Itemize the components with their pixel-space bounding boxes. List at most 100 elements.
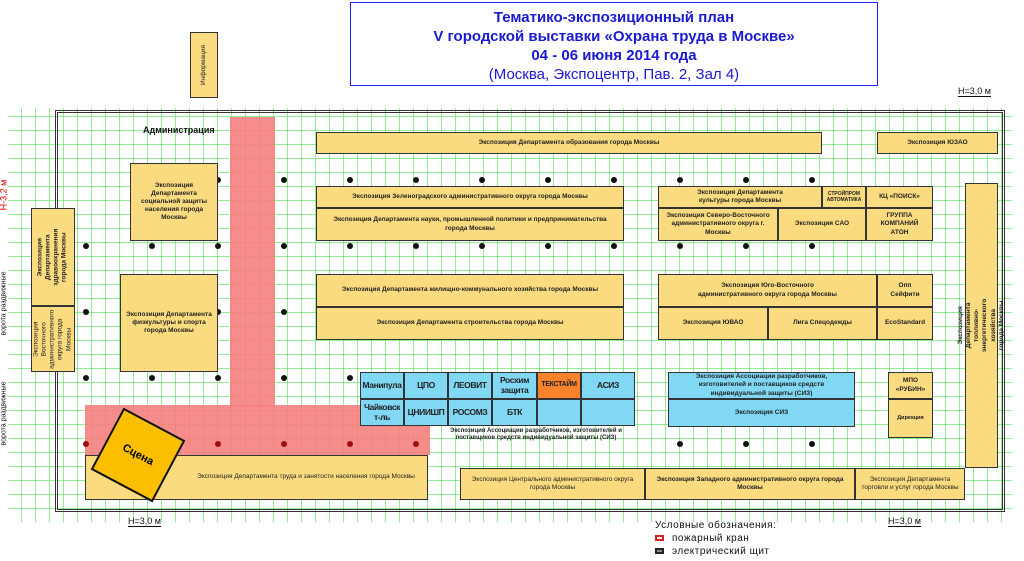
booth-science[interactable]: Экспозиция Департамента науки, промышлен… bbox=[316, 208, 624, 241]
booth-label: Экспозиция Департамента культуры города … bbox=[697, 188, 783, 204]
stand-label: АСИЗ bbox=[597, 379, 619, 390]
booth-yuvao[interactable]: Экспозиция ЮВАО bbox=[658, 307, 768, 340]
siz-assoc-booth[interactable]: Экспозиция Ассоциации разработчиков, изг… bbox=[668, 372, 855, 399]
booth-sport[interactable]: Экспозиция Департамента физкультуры и сп… bbox=[120, 274, 218, 372]
stand-empty-2[interactable] bbox=[581, 399, 635, 426]
booth-label: КЦ «ПОИСК» bbox=[879, 192, 920, 200]
booth-northeast[interactable]: Экспозиция Северо-Восточного администрат… bbox=[658, 208, 778, 241]
booth-trade[interactable]: Экспозиция Департамента торговли и услуг… bbox=[855, 468, 965, 500]
booth-direction[interactable]: Дирекция bbox=[888, 399, 933, 438]
column-marker bbox=[281, 375, 287, 381]
stand-manipula[interactable]: Манипула bbox=[360, 372, 404, 399]
booth-southeast[interactable]: Экспозиция Юго-Восточного административн… bbox=[658, 274, 877, 307]
booth-culture[interactable]: Экспозиция Департамента культуры города … bbox=[658, 186, 822, 208]
booth-poisk[interactable]: КЦ «ПОИСК» bbox=[866, 186, 933, 208]
booth-health[interactable]: Экспозиция Департамента здравоохранения … bbox=[31, 208, 75, 306]
legend: Условные обозначения: пожарный кран элек… bbox=[655, 519, 776, 558]
booth-ecostandard[interactable]: EcoStandard bbox=[877, 307, 933, 340]
electric-panel-icon bbox=[655, 548, 664, 555]
booth-liga[interactable]: Лига Спецодежды bbox=[768, 307, 877, 340]
column-marker bbox=[215, 375, 221, 381]
booth-sao[interactable]: Экспозиция САО bbox=[778, 208, 866, 241]
stand-cpo[interactable]: ЦПО bbox=[404, 372, 448, 399]
stand-label: БТК bbox=[506, 406, 523, 417]
stand-cniishp[interactable]: ЦНИИШП bbox=[404, 399, 448, 426]
corridor-vertical bbox=[230, 117, 275, 407]
booth-opp[interactable]: Опп Сейфити bbox=[877, 274, 933, 307]
column-marker bbox=[479, 177, 485, 183]
booth-label: Экспозиция Зеленоградского административ… bbox=[352, 192, 588, 200]
booth-label: Экспозиция Департамента труда и занятост… bbox=[197, 473, 415, 481]
column-marker bbox=[281, 177, 287, 183]
legend-title: Условные обозначения: bbox=[655, 520, 777, 531]
stand-chaikovsk[interactable]: Чайковск т-ль bbox=[360, 399, 404, 426]
column-marker bbox=[809, 441, 815, 447]
booth-label: Экспозиция Департамента науки, промышлен… bbox=[333, 216, 607, 232]
booth-label: Экспозиция Центрального административног… bbox=[471, 475, 634, 491]
legend-fire: пожарный кран bbox=[655, 532, 776, 545]
stand-label: РОСОМЗ bbox=[452, 406, 488, 417]
booth-education[interactable]: Экспозиция Департамента образования горо… bbox=[316, 132, 822, 154]
column-marker bbox=[545, 177, 551, 183]
column-marker bbox=[809, 243, 815, 249]
booth-fuel[interactable]: Экспозиция Департамента топливно-энергет… bbox=[957, 183, 1005, 468]
stand-tekstaim[interactable]: ТЕКСТАЙМ bbox=[537, 372, 581, 399]
booth-label: Экспозиция Департамента топливно-энергет… bbox=[957, 298, 1005, 353]
column-marker bbox=[677, 441, 683, 447]
stand-leovit[interactable]: ЛЕОВИТ bbox=[448, 372, 492, 399]
title-line4: (Москва, Экспоцентр, Пав. 2, Зал 4) bbox=[488, 66, 740, 83]
column-marker bbox=[611, 243, 617, 249]
title-line2: V городской выставки «Охрана труда в Мос… bbox=[433, 28, 795, 45]
booth-east[interactable]: Экспозиция Восточного административного … bbox=[31, 306, 75, 372]
column-marker bbox=[479, 243, 485, 249]
booth-western[interactable]: Экспозиция Западного административного о… bbox=[645, 468, 855, 500]
column-marker bbox=[347, 441, 353, 447]
legend-electric-label: электрический щит bbox=[672, 546, 770, 557]
booth-label: Экспозиция ЮВАО bbox=[682, 319, 744, 327]
booth-housing[interactable]: Экспозиция Департамента жилищно-коммунал… bbox=[316, 274, 624, 307]
stage-label: Сцена bbox=[120, 441, 156, 469]
column-marker bbox=[281, 441, 287, 447]
column-marker bbox=[809, 177, 815, 183]
stand-rosomz[interactable]: РОСОМЗ bbox=[448, 399, 492, 426]
booth-aton[interactable]: ГРУППА КОМПАНИЙ АТОН bbox=[866, 208, 933, 241]
stand-label: Чайковск т-ль bbox=[363, 402, 401, 422]
fire-hydrant-icon bbox=[655, 535, 664, 542]
gate-label-2: ворота раздвижные bbox=[0, 381, 8, 446]
height-bottom-left: Н=3,0 м bbox=[128, 516, 161, 527]
booth-label: Экспозиция ЮЗАО bbox=[907, 138, 968, 146]
column-marker bbox=[149, 375, 155, 381]
booth-label: EcoStandard bbox=[884, 319, 926, 327]
booth-label: Дирекция bbox=[897, 415, 924, 422]
booth-label: Экспозиция Западного административного о… bbox=[656, 475, 844, 491]
column-marker bbox=[281, 243, 287, 249]
info-booth[interactable]: Информация bbox=[190, 32, 218, 98]
booth-construction[interactable]: Экспозиция Департамента строительства го… bbox=[316, 307, 624, 340]
booth-stroyprom[interactable]: СТРОЙПРОМ АВТОМАТИКА bbox=[822, 186, 866, 208]
booth-central[interactable]: Экспозиция Центрального административног… bbox=[460, 468, 645, 500]
booth-yuzao[interactable]: Экспозиция ЮЗАО bbox=[877, 132, 998, 154]
booth-rubin[interactable]: МПО «РУБИН» bbox=[888, 372, 933, 399]
booth-label: Экспозиция Департамента жилищно-коммунал… bbox=[341, 286, 599, 294]
legend-fire-label: пожарный кран bbox=[672, 533, 750, 544]
height-bottom-right: Н=3,0 м bbox=[888, 516, 921, 527]
stand-asiz[interactable]: АСИЗ bbox=[581, 372, 635, 399]
stand-label: ЦНИИШП bbox=[407, 406, 445, 417]
stand-btk[interactable]: БТК bbox=[492, 399, 537, 426]
booth-zelenograd[interactable]: Экспозиция Зеленоградского административ… bbox=[316, 186, 624, 208]
booth-label: Экспозиция Департамента строительства го… bbox=[376, 319, 564, 327]
title-line3: 04 - 06 июня 2014 года bbox=[531, 47, 697, 64]
stand-empty-1[interactable] bbox=[537, 399, 581, 426]
booth-label: Лига Спецодежды bbox=[793, 319, 852, 327]
booth-label: Экспозиция Восточного административного … bbox=[32, 309, 73, 369]
column-marker bbox=[281, 309, 287, 315]
gate-label-1: ворота раздвижные bbox=[0, 271, 8, 336]
column-marker bbox=[743, 177, 749, 183]
booth-label: Экспозиция Департамента образования горо… bbox=[478, 138, 660, 146]
stand-roskhim[interactable]: Росхим защита bbox=[492, 372, 537, 399]
booth-label: Экспозиция Департамента торговли и услуг… bbox=[861, 475, 959, 491]
siz-booth[interactable]: Экспозиция СИЗ bbox=[668, 399, 855, 427]
booth-social[interactable]: Экспозиция Департамента социальной защит… bbox=[130, 163, 218, 241]
booth-label: Экспозиция САО bbox=[794, 220, 850, 228]
booth-label: Экспозиция Департамента физкультуры и сп… bbox=[126, 310, 212, 335]
